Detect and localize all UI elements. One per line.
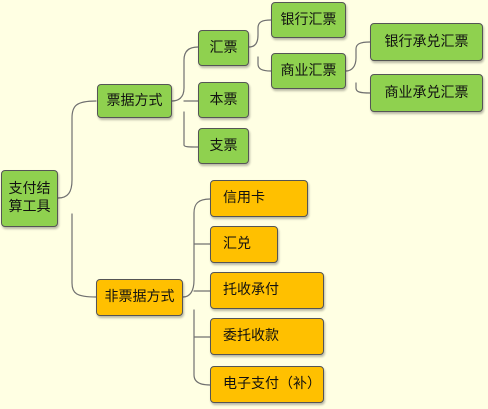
root-node[interactable]: 支付结算工具 xyxy=(1,170,58,227)
bank-acceptance-bill-label: 银行承兑汇票 xyxy=(384,33,469,50)
collection-acceptance-label: 托收承付 xyxy=(223,282,279,299)
draft-label: 汇票 xyxy=(209,39,238,56)
commercial-draft-node[interactable]: 商业汇票 xyxy=(271,53,346,89)
check-node[interactable]: 支票 xyxy=(198,128,249,164)
root-node-label: 支付结算工具 xyxy=(8,181,51,215)
bill-method-node[interactable]: 票据方式 xyxy=(97,84,172,118)
promissory-note-label: 本票 xyxy=(209,91,238,108)
non-bill-branch-to-children-bracket xyxy=(182,198,211,386)
credit-card-node[interactable]: 信用卡 xyxy=(210,180,308,217)
collection-acceptance-node[interactable]: 托收承付 xyxy=(210,272,324,309)
electronic-payment-label: 电子支付（补） xyxy=(223,376,321,393)
commercial-draft-label: 商业汇票 xyxy=(280,62,337,79)
draft-to-children-bracket xyxy=(248,19,272,72)
entrusted-collection-label: 委托收款 xyxy=(223,328,279,345)
commercial-acceptance-bill-label: 商业承兑汇票 xyxy=(384,84,469,101)
remittance-label: 汇兑 xyxy=(223,236,251,253)
non-bill-method-label: 非票据方式 xyxy=(104,289,175,306)
entrusted-collection-node[interactable]: 委托收款 xyxy=(210,318,324,355)
electronic-payment-node[interactable]: 电子支付（补） xyxy=(210,366,324,403)
bank-draft-node[interactable]: 银行汇票 xyxy=(271,2,346,38)
bank-acceptance-bill-node[interactable]: 银行承兑汇票 xyxy=(370,23,483,61)
bill-branch-to-children-bracket xyxy=(171,46,199,148)
commercial-acceptance-bill-node[interactable]: 商业承兑汇票 xyxy=(370,74,483,112)
remittance-node[interactable]: 汇兑 xyxy=(210,226,278,263)
bill-method-label: 票据方式 xyxy=(106,92,163,109)
commercial-draft-to-children-bracket xyxy=(345,41,371,94)
non-bill-method-node[interactable]: 非票据方式 xyxy=(96,279,183,316)
promissory-note-node[interactable]: 本票 xyxy=(198,82,249,118)
root-to-branches-bracket xyxy=(57,100,97,298)
credit-card-label: 信用卡 xyxy=(223,190,265,207)
check-label: 支票 xyxy=(209,137,238,154)
bank-draft-label: 银行汇票 xyxy=(280,11,337,28)
draft-node[interactable]: 汇票 xyxy=(198,30,249,66)
